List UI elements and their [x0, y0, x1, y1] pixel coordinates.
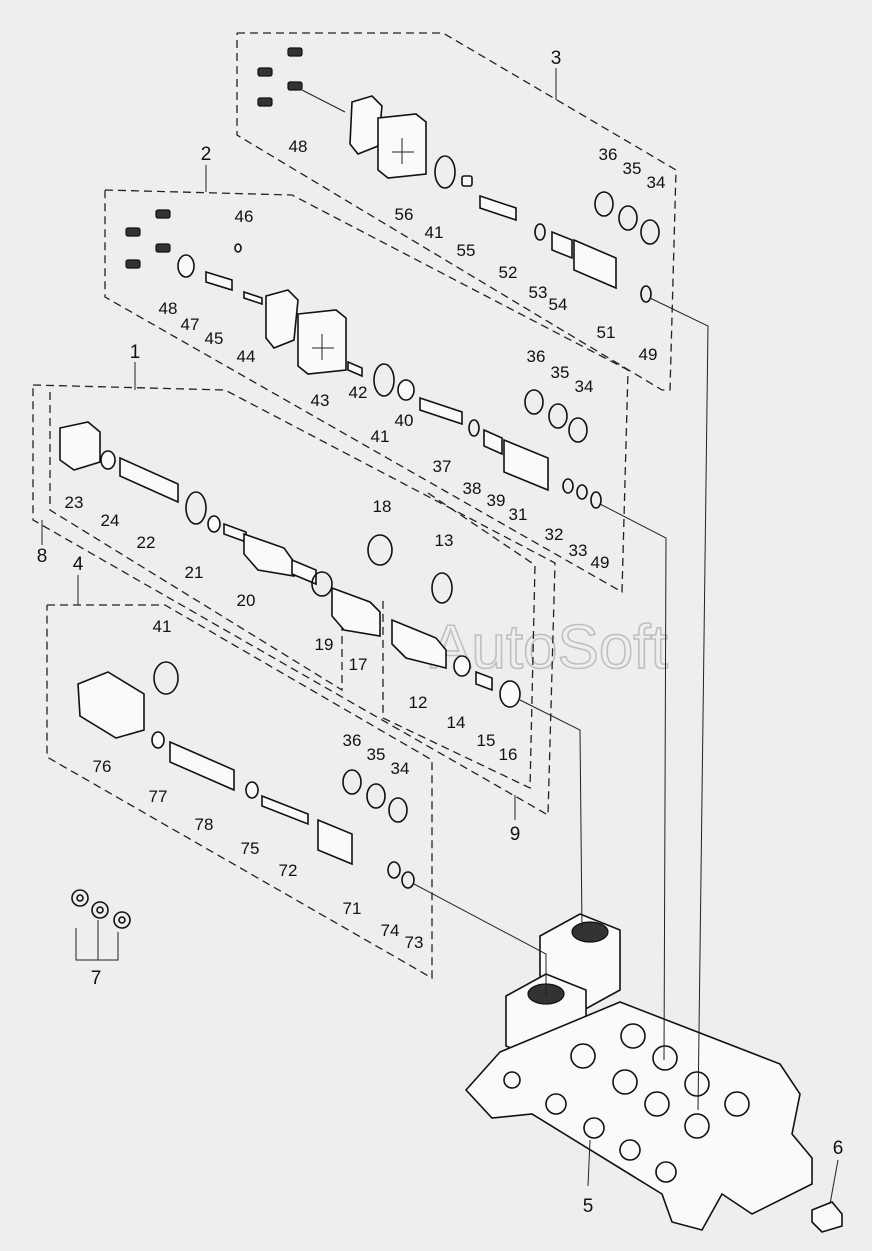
- label-72: 72: [279, 861, 298, 880]
- leader-6: [829, 1159, 839, 1205]
- label-41c: 41: [153, 617, 172, 636]
- label-74: 74: [381, 921, 400, 940]
- group-4-outline: [46, 604, 433, 980]
- label-51: 51: [597, 323, 616, 342]
- label-44: 44: [237, 347, 256, 366]
- label-52: 52: [499, 263, 518, 282]
- label-76: 76: [93, 757, 112, 776]
- label-53: 53: [529, 283, 548, 302]
- label-13: 13: [435, 531, 454, 550]
- label-56: 56: [395, 205, 414, 224]
- label-1: 1: [130, 342, 141, 363]
- label-5: 5: [583, 1196, 594, 1217]
- label-34c: 34: [391, 759, 410, 778]
- part-labels: 3 2 1 4 8 9 5 6 7 48 56 41 55 52 53 54 5…: [37, 48, 844, 1217]
- group-1-parts: [59, 421, 521, 708]
- label-47: 47: [181, 315, 200, 334]
- label-49b: 49: [591, 553, 610, 572]
- label-36a: 36: [599, 145, 618, 164]
- label-41b: 41: [371, 427, 390, 446]
- label-39: 39: [487, 491, 506, 510]
- label-34a: 34: [647, 173, 666, 192]
- label-32: 32: [545, 525, 564, 544]
- group-8-outline: [49, 392, 343, 692]
- label-35b: 35: [551, 363, 570, 382]
- valve-body-5: [464, 913, 843, 1233]
- label-9: 9: [510, 824, 521, 845]
- label-71: 71: [343, 899, 362, 918]
- label-54: 54: [549, 295, 568, 314]
- label-48a: 48: [289, 137, 308, 156]
- group-2-outline: [104, 189, 629, 594]
- group-3-outline: [236, 32, 677, 391]
- label-24: 24: [101, 511, 120, 530]
- label-35a: 35: [623, 159, 642, 178]
- label-75: 75: [241, 839, 260, 858]
- label-37: 37: [433, 457, 452, 476]
- leader-49b-to-body: [599, 503, 667, 1061]
- label-48b: 48: [159, 299, 178, 318]
- label-14: 14: [447, 713, 466, 732]
- label-12: 12: [409, 693, 428, 712]
- label-36b: 36: [527, 347, 546, 366]
- label-55: 55: [457, 241, 476, 260]
- group-1-outline: [32, 384, 556, 817]
- label-77: 77: [149, 787, 168, 806]
- label-46: 46: [235, 207, 254, 226]
- group-2-parts: [125, 209, 602, 509]
- label-43: 43: [311, 391, 330, 410]
- label-42: 42: [349, 383, 368, 402]
- label-35c: 35: [367, 745, 386, 764]
- label-16: 16: [499, 745, 518, 764]
- label-36c: 36: [343, 731, 362, 750]
- label-3: 3: [551, 48, 562, 69]
- label-23: 23: [65, 493, 84, 512]
- label-2: 2: [201, 144, 212, 165]
- group-4-parts: [77, 661, 415, 889]
- label-38: 38: [463, 479, 482, 498]
- label-34b: 34: [575, 377, 594, 396]
- label-33: 33: [569, 541, 588, 560]
- label-40: 40: [395, 411, 414, 430]
- label-31: 31: [509, 505, 528, 524]
- leader-73-to-body: [413, 883, 547, 996]
- label-49a: 49: [639, 345, 658, 364]
- label-17: 17: [349, 655, 368, 674]
- label-73: 73: [405, 933, 424, 952]
- label-18: 18: [373, 497, 392, 516]
- label-45: 45: [205, 329, 224, 348]
- leader-49-to-body: [649, 297, 709, 1111]
- label-6: 6: [833, 1138, 844, 1159]
- label-20: 20: [237, 591, 256, 610]
- label-41a: 41: [425, 223, 444, 242]
- label-7: 7: [91, 968, 102, 989]
- label-8: 8: [37, 546, 48, 567]
- group-3-parts: [257, 47, 660, 303]
- leader-5: [587, 1139, 591, 1187]
- leader-16-to-body: [519, 699, 583, 931]
- label-19: 19: [315, 635, 334, 654]
- label-78: 78: [195, 815, 214, 834]
- label-15: 15: [477, 731, 496, 750]
- label-21: 21: [185, 563, 204, 582]
- group-9-outline: [382, 492, 536, 790]
- washers-7: [71, 889, 131, 961]
- label-22: 22: [137, 533, 156, 552]
- label-4: 4: [73, 554, 84, 575]
